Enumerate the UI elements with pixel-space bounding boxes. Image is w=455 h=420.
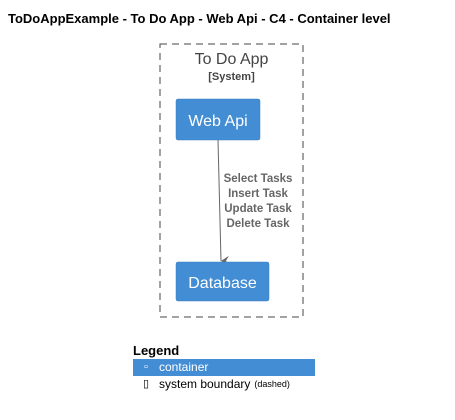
relationship-label-delete-task: Delete Task (226, 218, 290, 230)
legend-item-system-boundary: ▯ system boundary (dashed) (133, 376, 315, 393)
container-square-icon: ▫ (144, 361, 148, 373)
legend-item-container: ▫ container (133, 359, 315, 376)
diagram-title: ToDoAppExample - To Do App - Web Api - C… (8, 11, 391, 26)
relationship-label-update-task: Update Task (224, 203, 292, 215)
legend: Legend ▫ container ▯ system boundary (da… (133, 343, 315, 393)
system-boundary-name: To Do App (195, 51, 269, 68)
system-boundary-frame (159, 43, 304, 318)
legend-title: Legend (133, 343, 180, 358)
database-box (175, 261, 270, 302)
legend-item-boundary-note: (dashed) (254, 379, 290, 389)
system-boundary[interactable]: To Do App [System] (159, 43, 304, 318)
relationship-arrow (217, 139, 230, 266)
database-label: Database (188, 275, 257, 292)
diagram-canvas: To Do App [System] Web Api Select Tasks … (159, 43, 304, 318)
system-boundary-type: [System] (208, 71, 255, 83)
web-api-container[interactable]: Web Api (175, 98, 261, 141)
relationship-label-insert-task: Insert Task (228, 188, 288, 200)
relationship-label-select-tasks: Select Tasks (224, 173, 293, 185)
boundary-square-icon: ▯ (142, 378, 150, 390)
relationship-webapi-database[interactable]: Select Tasks Insert Task Update Task Del… (217, 139, 293, 266)
legend-item-container-label: container (159, 360, 209, 374)
legend-item-boundary-label: system boundary (159, 377, 251, 391)
web-api-label: Web Api (188, 113, 247, 130)
database-container[interactable]: Database (175, 261, 270, 302)
